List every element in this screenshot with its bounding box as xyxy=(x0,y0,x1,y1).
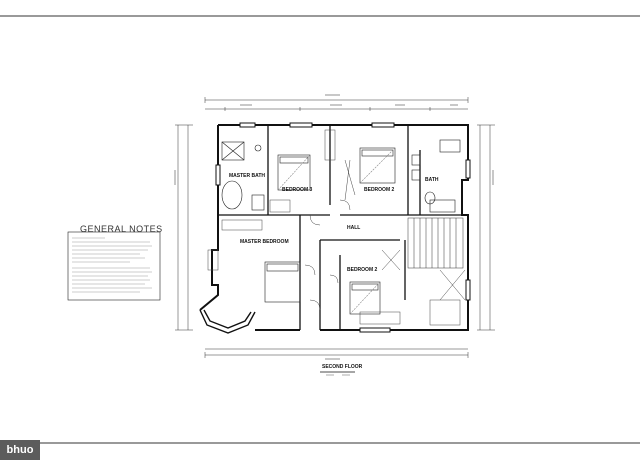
interior-walls xyxy=(218,125,468,330)
dimension-lines xyxy=(175,97,495,358)
closets-and-details xyxy=(207,129,466,326)
staircase xyxy=(407,217,464,269)
exterior-walls xyxy=(199,124,469,331)
room-label-bath: BATH xyxy=(425,177,439,183)
drawing-title-underline xyxy=(320,371,355,376)
beds xyxy=(264,147,396,315)
general-notes-box xyxy=(67,231,161,301)
bay-window xyxy=(199,309,256,334)
room-label-master-bath: MASTER BATH xyxy=(229,173,266,179)
room-label-bedroom-2: BEDROOM 2 xyxy=(347,267,378,273)
bath-fixtures xyxy=(221,139,461,213)
general-notes-title: GENERAL NOTES xyxy=(80,224,163,234)
room-label-bedroom-2-top: BEDROOM 2 xyxy=(364,187,395,193)
window-markers xyxy=(215,122,471,333)
drawing-title: SECOND FLOOR xyxy=(322,364,363,370)
room-label-bedroom-3: BEDROOM 3 xyxy=(282,187,313,193)
dimension-text-marks xyxy=(174,94,494,360)
room-label-master-bedroom: MASTER BEDROOM xyxy=(240,239,289,245)
room-label-hall: HALL xyxy=(347,225,361,231)
watermark-badge: bhuo xyxy=(0,440,40,460)
